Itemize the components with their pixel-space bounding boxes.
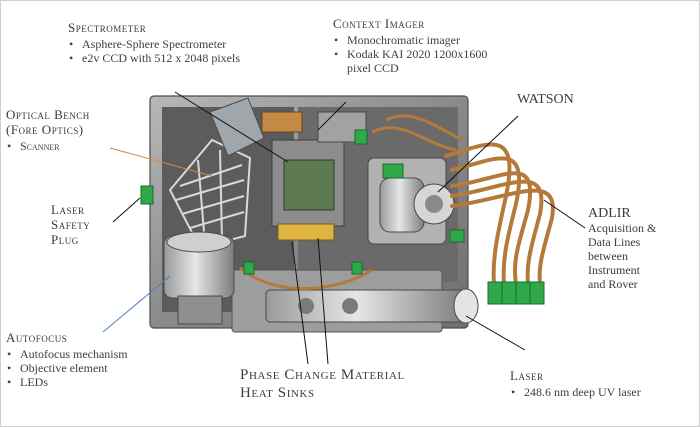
leader-spectrometer [174,91,289,163]
adlir-connectors [487,281,545,305]
spectrometer-item-2: e2v CCD with 512 x 2048 pixels [68,51,268,65]
watson-callout: WATSON [517,92,574,107]
laser-callout: Laser 248.6 nm deep UV laser [510,368,690,399]
phase-change-line2: Heat Sinks [240,385,315,401]
adlir-line-3: between [588,249,628,263]
spectrometer-assembly [261,111,345,241]
optical-bench-title-line1: Optical Bench [6,107,90,122]
autofocus-item-1: Autofocus mechanism [6,347,130,361]
laser-safety-plug-line2: Safety [51,217,91,232]
adlir-line-4: Instrument [588,263,640,277]
adlir-line-5: and Rover [588,277,638,291]
adlir-callout: ADLIR Acquisition & Data Lines between I… [588,206,688,291]
optical-bench-item-scanner: Scanner [6,139,136,153]
context-imager-title: Context Imager [333,16,425,31]
optical-bench-items: Scanner [6,139,136,153]
spectrometer-items: Asphere-Sphere Spectrometer e2v CCD with… [68,37,268,65]
adlir-line-1: Acquisition & [588,221,657,235]
leader-context-imager [317,101,347,131]
context-imager-items: Monochromatic imager Kodak KAI 2020 1200… [333,33,508,75]
adlir-cable-bundle [444,142,555,286]
laser-safety-plug-callout: Laser Safety Plug [51,202,121,247]
context-imager-item-1: Monochromatic imager [333,33,508,47]
leader-adlir [543,199,586,229]
laser-title: Laser [510,368,544,383]
scanner-prism [209,97,265,157]
watson-title: WATSON [517,92,574,107]
optical-bench-callout: Optical Bench (Fore Optics) Scanner [6,107,136,153]
leader-autofocus [102,275,171,333]
internal-connectors [243,129,465,275]
leader-watson [437,115,519,193]
autofocus-assembly [163,231,235,325]
leader-laser-safety-plug [112,197,141,223]
autofocus-title: Autofocus [6,330,68,345]
autofocus-item-2: Objective element [6,361,166,375]
context-imager-item-2: Kodak KAI 2020 1200x1600 pixel CCD [333,47,508,75]
laser-safety-plug-line1: Laser [51,202,85,217]
adlir-title: ADLIR [588,206,631,221]
laser-items: 248.6 nm deep UV laser [510,385,690,399]
leader-phase-change [291,241,309,365]
context-imager-housing [317,111,367,143]
internal-cables [239,114,463,291]
optical-bench-title-line2: (Fore Optics) [6,122,84,137]
context-imager-callout: Context Imager Monochromatic imager Koda… [333,16,508,75]
autofocus-callout: Autofocus Autofocus mechanism Objective … [6,330,166,389]
laser-housing [265,288,479,324]
laser-item-1: 248.6 nm deep UV laser [510,385,690,399]
laser-safety-plug-line3: Plug [51,232,79,247]
phase-change-callout: Phase Change Material Heat Sinks [240,366,450,402]
laser-safety-plug [140,185,154,205]
adlir-line-2: Data Lines [588,235,641,249]
spectrometer-title: Spectrometer [68,20,147,35]
spectrometer-callout: Spectrometer Asphere-Sphere Spectrometer… [68,20,268,65]
spectrometer-item-1: Asphere-Sphere Spectrometer [68,37,268,51]
leader-phase-change-2 [317,237,329,365]
autofocus-item-3: LEDs [6,375,166,389]
phase-change-line1: Phase Change Material [240,367,405,383]
watson-camera [367,157,455,245]
autofocus-items: Autofocus mechanism Objective element LE… [6,347,166,389]
leader-laser [465,315,526,351]
